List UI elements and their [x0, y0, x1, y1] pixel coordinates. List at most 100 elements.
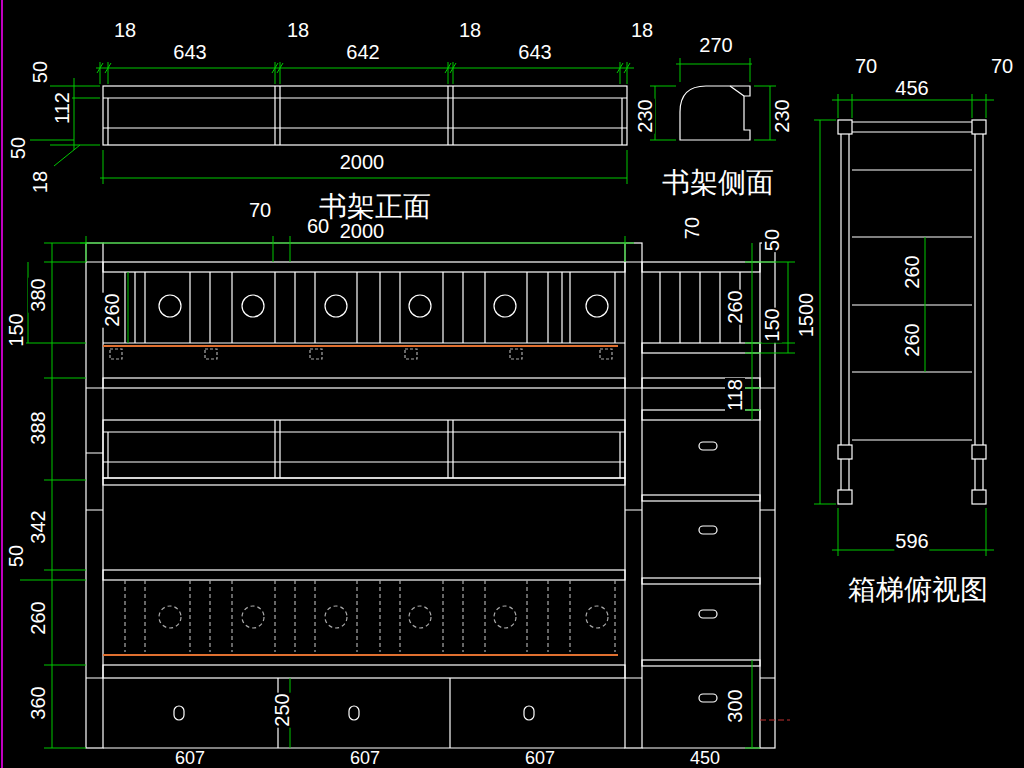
bunk-front [103, 478, 625, 485]
dimension-text: 60 [306, 216, 330, 236]
bookshelf-front [103, 86, 627, 145]
bookshelf-front [103, 127, 627, 128]
bunk-front [125, 272, 615, 343]
dimension-text: 70 [248, 200, 272, 220]
dimension-text: 596 [894, 531, 929, 551]
bunk-front [103, 378, 625, 388]
ladder-top-view [838, 490, 852, 504]
dimension-text: 2000 [339, 221, 386, 241]
dimension-lines [676, 58, 752, 82]
dimension-lines [97, 63, 630, 73]
dimension-lines [20, 58, 994, 748]
dimension-text: 50 [762, 228, 782, 252]
dimension-text: 456 [894, 78, 929, 98]
ladder-top-view [838, 445, 852, 459]
bunk-front [103, 262, 625, 272]
bunk-front [103, 342, 625, 343]
dimension-text: 607 [174, 749, 206, 767]
dimension-text: 260 [102, 292, 122, 327]
dimension-lines [925, 237, 926, 372]
dimension-lines [745, 243, 795, 748]
bunk-front [586, 295, 608, 317]
bunk-front [86, 262, 775, 678]
bunk-front [242, 295, 264, 317]
shelf-edge [103, 654, 618, 656]
dimension-text: 2000 [339, 152, 386, 172]
dimension-text: 260 [902, 322, 922, 357]
dimension-text: 607 [349, 749, 381, 767]
dimension-text: 118 [725, 378, 745, 412]
dimension-lines [100, 150, 627, 184]
bunk-front [625, 243, 642, 748]
bunk-front [699, 694, 717, 702]
bunk-front [325, 606, 347, 628]
bunk-front [159, 295, 181, 317]
dimension-text: 150 [762, 307, 782, 342]
bunk-front [125, 580, 615, 652]
bunk-front [642, 578, 760, 584]
bunk-front [699, 526, 717, 534]
dimension-text: 18 [630, 20, 654, 40]
dimension-text: 642 [345, 42, 380, 62]
dimension-text: 260 [902, 254, 922, 289]
dimension-text: 300 [725, 688, 745, 723]
bunk-front [510, 349, 522, 359]
ladder-top-view [841, 134, 983, 490]
bunk-front [310, 349, 322, 359]
bookshelf-front [103, 97, 627, 98]
dimension-text: 50 [8, 136, 28, 160]
dimension-text: 607 [524, 749, 556, 767]
bunk-front [524, 706, 534, 720]
bunk-front [642, 660, 760, 666]
bunk-front [110, 349, 612, 359]
bookshelf-front [447, 86, 448, 145]
bunk-front [494, 295, 516, 317]
dimension-text: 150 [6, 312, 26, 347]
dimension-text: 450 [689, 749, 721, 767]
dimension-text: 342 [28, 509, 48, 544]
bunk-front [103, 461, 625, 462]
bunk-front [449, 678, 450, 748]
bunk-front [409, 606, 431, 628]
bunk-front [103, 431, 625, 432]
bunk-front [174, 706, 184, 720]
view-title: 箱梯俯视图 [847, 576, 989, 604]
bookshelf-side [730, 86, 744, 96]
bookshelf-front [107, 98, 108, 145]
dimension-text: 388 [28, 410, 48, 445]
bookshelf-front [274, 86, 275, 145]
ladder-top-view [972, 490, 986, 504]
view-title: 书架侧面 [661, 169, 775, 197]
bunk-front [409, 295, 431, 317]
ladder-top-view [852, 122, 972, 440]
bunk-front [349, 706, 359, 720]
bunk-front [159, 606, 181, 628]
center-mark [760, 720, 790, 721]
bookshelf-front [452, 86, 453, 145]
bunk-front [103, 570, 625, 580]
bunk-front [699, 442, 717, 450]
bunk-front [699, 610, 717, 618]
dimension-text: 70 [990, 56, 1014, 76]
bunk-front [86, 243, 775, 748]
bunk-front [642, 262, 760, 272]
bunk-front [405, 349, 417, 359]
view-title: 书架正面 [318, 193, 432, 221]
dimension-text: 260 [725, 289, 745, 324]
dimension-text: 50 [30, 60, 50, 84]
bunk-front [103, 665, 625, 678]
bunk-front [452, 420, 453, 478]
bunk-front [107, 432, 108, 478]
dimension-text: 18 [286, 20, 310, 40]
shelf-edge [103, 345, 618, 347]
center-mark [760, 720, 790, 721]
sheet-border [1, 0, 3, 768]
dimension-lines [96, 62, 634, 84]
dimension-lines [832, 508, 994, 556]
dimension-text: 18 [113, 20, 137, 40]
dimension-text: 18 [30, 170, 50, 194]
bunk-front [205, 349, 217, 359]
bunk-front [110, 349, 122, 359]
dimension-lines [650, 86, 776, 140]
